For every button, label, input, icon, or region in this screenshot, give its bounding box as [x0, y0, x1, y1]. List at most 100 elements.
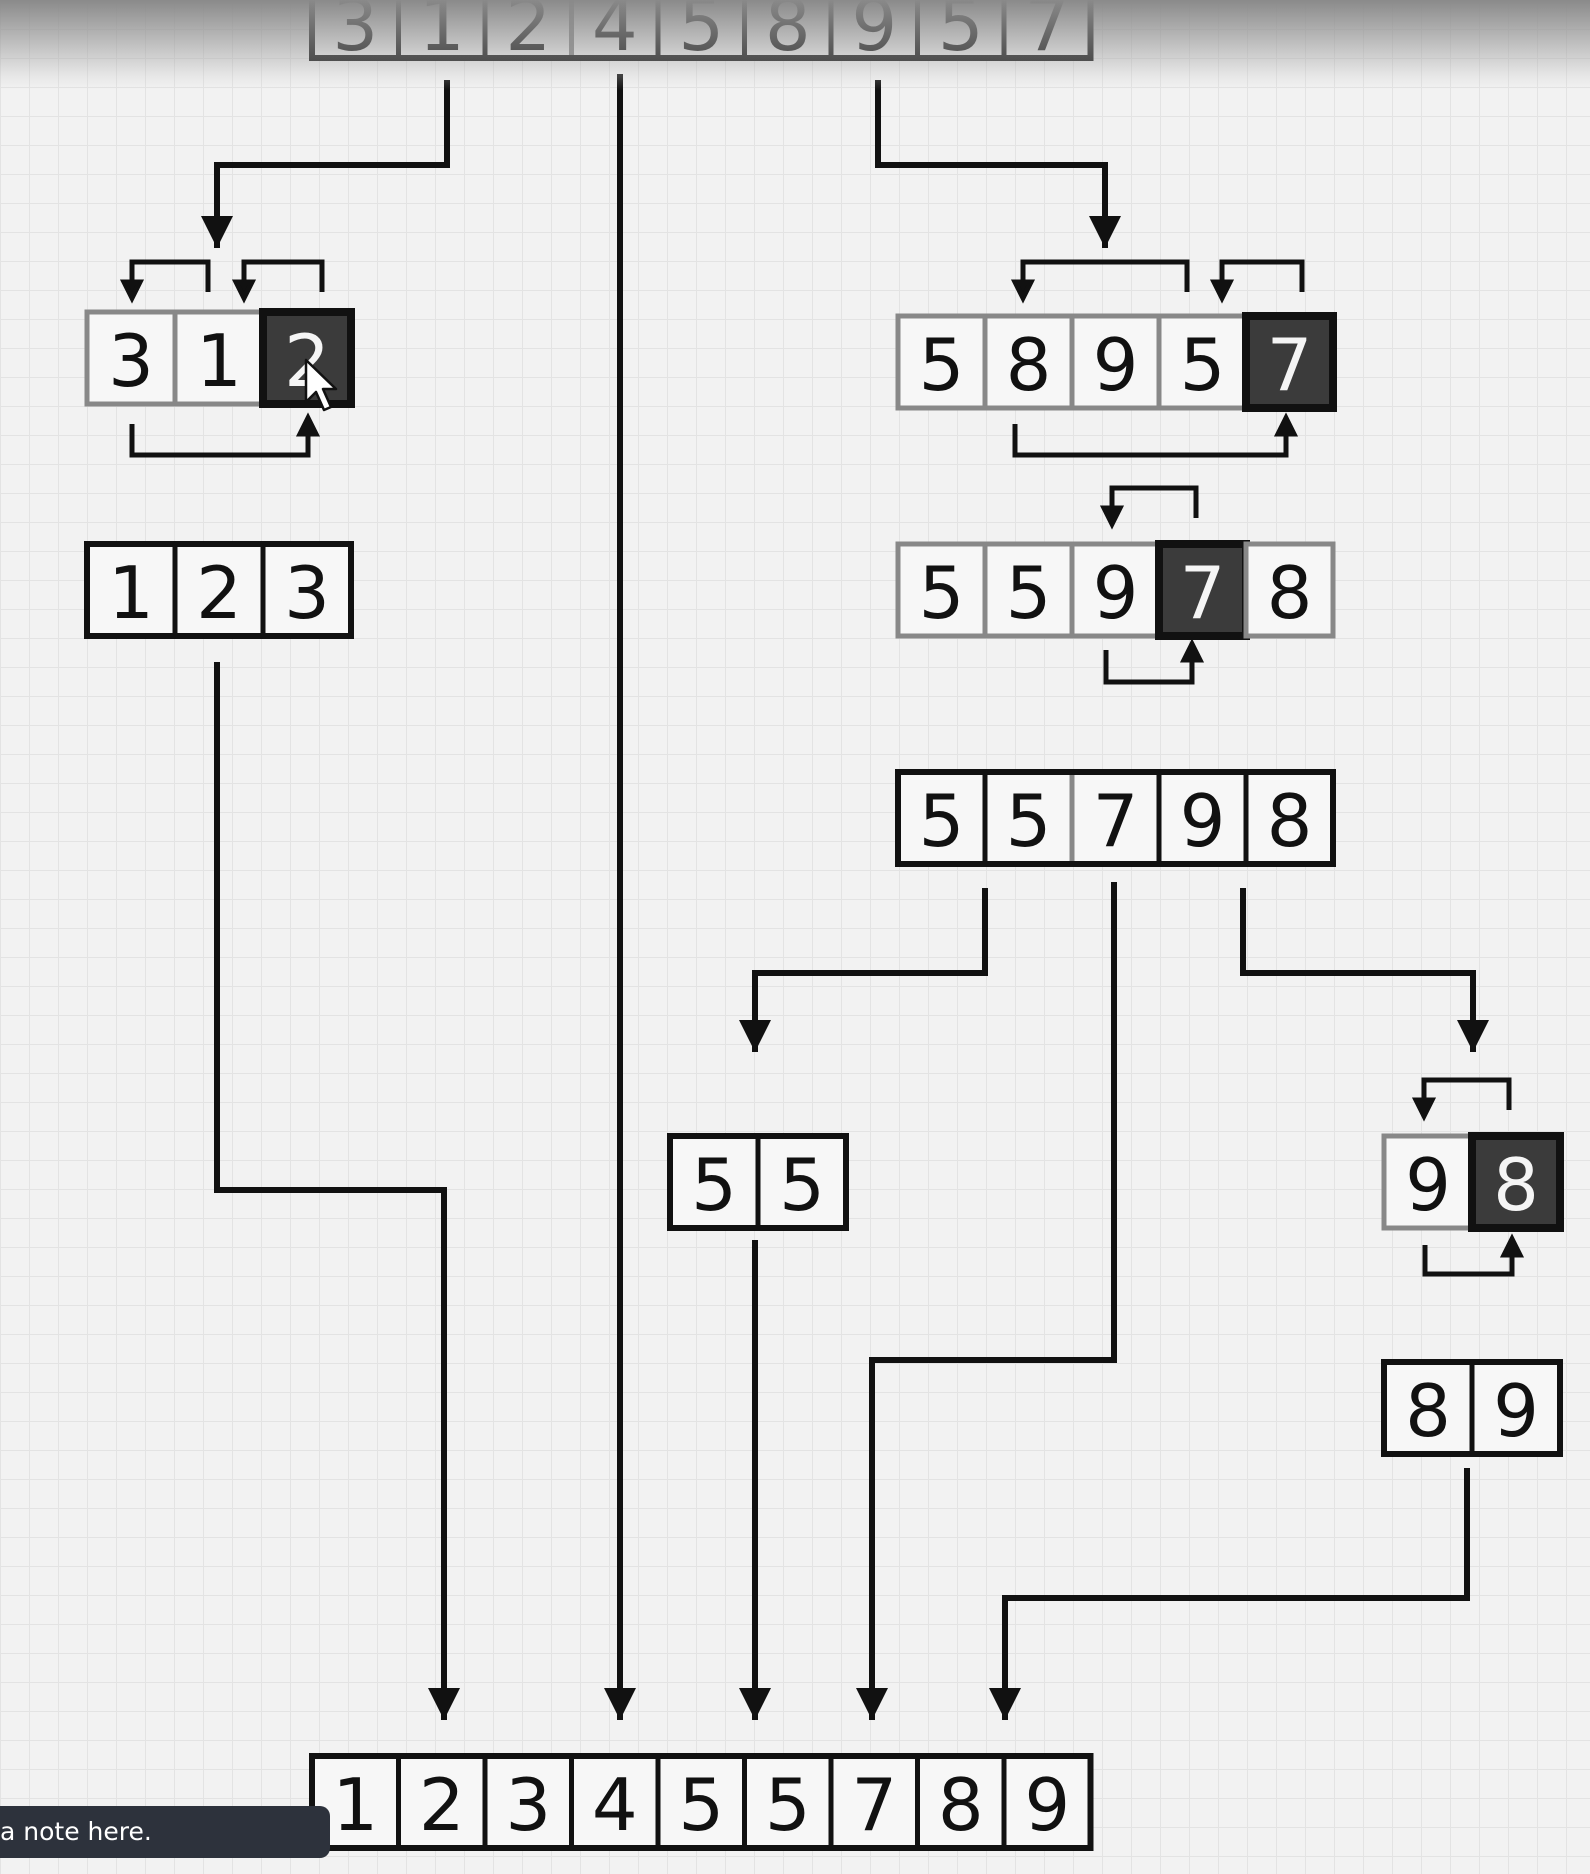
- array-right-partitioned-value-4: 8: [1267, 779, 1313, 863]
- array-right-partitioned-cell-4: 8: [1243, 769, 1336, 867]
- flow-arrow-to-right-right: [1240, 888, 1489, 1052]
- array-left-sorted-cell-2: 3: [260, 541, 354, 639]
- array-result-cell-1: 2: [396, 1753, 488, 1851]
- swap-bracket-left-2: [231, 259, 325, 304]
- swap-bracket-right-5: [1103, 638, 1205, 685]
- array-result-value-4: 5: [678, 1763, 724, 1847]
- array-right-partitioned-cell-1: 5: [982, 769, 1075, 867]
- array-left-sorted-cell-0: 1: [84, 541, 178, 639]
- array-result-value-6: 7: [851, 1763, 897, 1847]
- array-left-partition-cell-0: 3: [84, 309, 178, 407]
- array-right-left-cell-0: 5: [667, 1133, 761, 1231]
- array-left-partition-value-1: 1: [196, 319, 242, 403]
- array-right-step-value-3: 7: [1180, 551, 1226, 635]
- array-right-partitioned-value-3: 9: [1180, 779, 1226, 863]
- array-result-cell-6: 7: [828, 1753, 920, 1851]
- array-right-partition-cell-4: 7: [1242, 312, 1337, 412]
- flow-arrow-right-right-sorted-to-result: [989, 1468, 1470, 1720]
- array-right-partitioned-value-2: 7: [1093, 779, 1139, 863]
- array-result-value-8: 9: [1024, 1763, 1070, 1847]
- flow-arrow-to-right-partition: [875, 80, 1121, 248]
- flow-arrow-pivot-7-to-result: [856, 882, 1117, 1720]
- array-right-right-cell-0: 9: [1381, 1133, 1475, 1231]
- swap-bracket-rr-1: [1411, 1077, 1512, 1122]
- swap-bracket-right-4: [1099, 485, 1199, 530]
- array-result-cell-2: 3: [482, 1753, 574, 1851]
- array-right-partitioned-value-0: 5: [919, 779, 965, 863]
- array-result-outline: [309, 1753, 1094, 1851]
- array-right-step-cell-2: 9: [1069, 541, 1162, 639]
- array-left-sorted-value-1: 2: [196, 551, 242, 635]
- array-right-right-sorted-cell-1: 9: [1469, 1359, 1563, 1457]
- array-right-partition-cell-3: 5: [1156, 313, 1249, 411]
- array-right-partitioned-value-1: 5: [1006, 779, 1052, 863]
- flow-arrow-to-right-left: [739, 888, 988, 1052]
- array-right-right-sorted-cell-0: 8: [1381, 1359, 1475, 1457]
- array-left-sorted-outline: [84, 541, 354, 639]
- array-right-step-cell-3: 7: [1155, 540, 1250, 640]
- array-left-sorted-cell-1: 2: [172, 541, 266, 639]
- array-result-cell-8: 9: [1001, 1753, 1093, 1851]
- swap-bracket-right-2: [1209, 259, 1305, 304]
- array-right-step-cell-4: 8: [1243, 541, 1336, 639]
- array-right-partitioned-cell-3: 9: [1156, 769, 1249, 867]
- array-right-partitioned-cell-0: 5: [895, 769, 988, 867]
- array-right-step-value-0: 5: [919, 551, 965, 635]
- mouse-cursor-icon: [304, 358, 338, 412]
- note-text: a note here.: [0, 1817, 152, 1846]
- array-right-partition-value-0: 5: [919, 323, 965, 407]
- array-result-value-3: 4: [592, 1763, 638, 1847]
- array-result-value-7: 8: [938, 1763, 984, 1847]
- array-result-value-0: 1: [332, 1763, 378, 1847]
- array-right-partitioned-cell-2: 7: [1069, 769, 1162, 867]
- array-right-step-value-1: 5: [1006, 551, 1052, 635]
- array-result-value-1: 2: [419, 1763, 465, 1847]
- array-right-left-value-1: 5: [779, 1143, 825, 1227]
- swap-bracket-rr-2: [1422, 1233, 1525, 1277]
- array-left-partition-value-0: 3: [108, 319, 154, 403]
- array-result-value-5: 5: [765, 1763, 811, 1847]
- array-right-step-cell-0: 5: [895, 541, 988, 639]
- array-result-cell-3: 4: [569, 1753, 661, 1851]
- array-right-step-cell-1: 5: [982, 541, 1075, 639]
- array-right-step-value-2: 9: [1093, 551, 1139, 635]
- array-right-right-cell-1: 8: [1468, 1132, 1564, 1232]
- array-right-right-sorted-outline: [1381, 1359, 1563, 1457]
- flow-arrow-left-sorted-to-result: [214, 662, 460, 1720]
- array-right-left-value-0: 5: [691, 1143, 737, 1227]
- swap-bracket-left-1: [119, 259, 211, 304]
- array-result-cell-7: 8: [915, 1753, 1007, 1851]
- array-right-partition-value-2: 9: [1093, 323, 1139, 407]
- array-right-partition-cell-2: 9: [1069, 313, 1162, 411]
- array-right-right-sorted-value-0: 8: [1405, 1369, 1451, 1453]
- array-left-partition-cell-1: 1: [172, 309, 266, 407]
- array-left-sorted-value-0: 1: [108, 551, 154, 635]
- array-result-cell-5: 5: [742, 1753, 834, 1851]
- array-left-partition-cell-2: 2: [259, 308, 355, 408]
- array-right-left-outline: [667, 1133, 849, 1231]
- array-right-partition-value-4: 7: [1267, 323, 1313, 407]
- swap-bracket-right-1: [1010, 259, 1190, 304]
- array-right-right-value-1: 8: [1493, 1143, 1539, 1227]
- array-right-right-value-0: 9: [1405, 1143, 1451, 1227]
- swap-bracket-right-3: [1012, 412, 1299, 458]
- array-right-partition-cell-0: 5: [895, 313, 988, 411]
- array-left-sorted-value-2: 3: [284, 551, 330, 635]
- flow-arrow-to-left-partition: [201, 80, 450, 248]
- array-right-partitioned-outline: [895, 769, 1336, 867]
- array-right-partition-cell-1: 8: [982, 313, 1075, 411]
- array-right-left-cell-1: 5: [755, 1133, 849, 1231]
- array-result-cell-4: 5: [655, 1753, 747, 1851]
- note-toast[interactable]: a note here.: [0, 1806, 330, 1858]
